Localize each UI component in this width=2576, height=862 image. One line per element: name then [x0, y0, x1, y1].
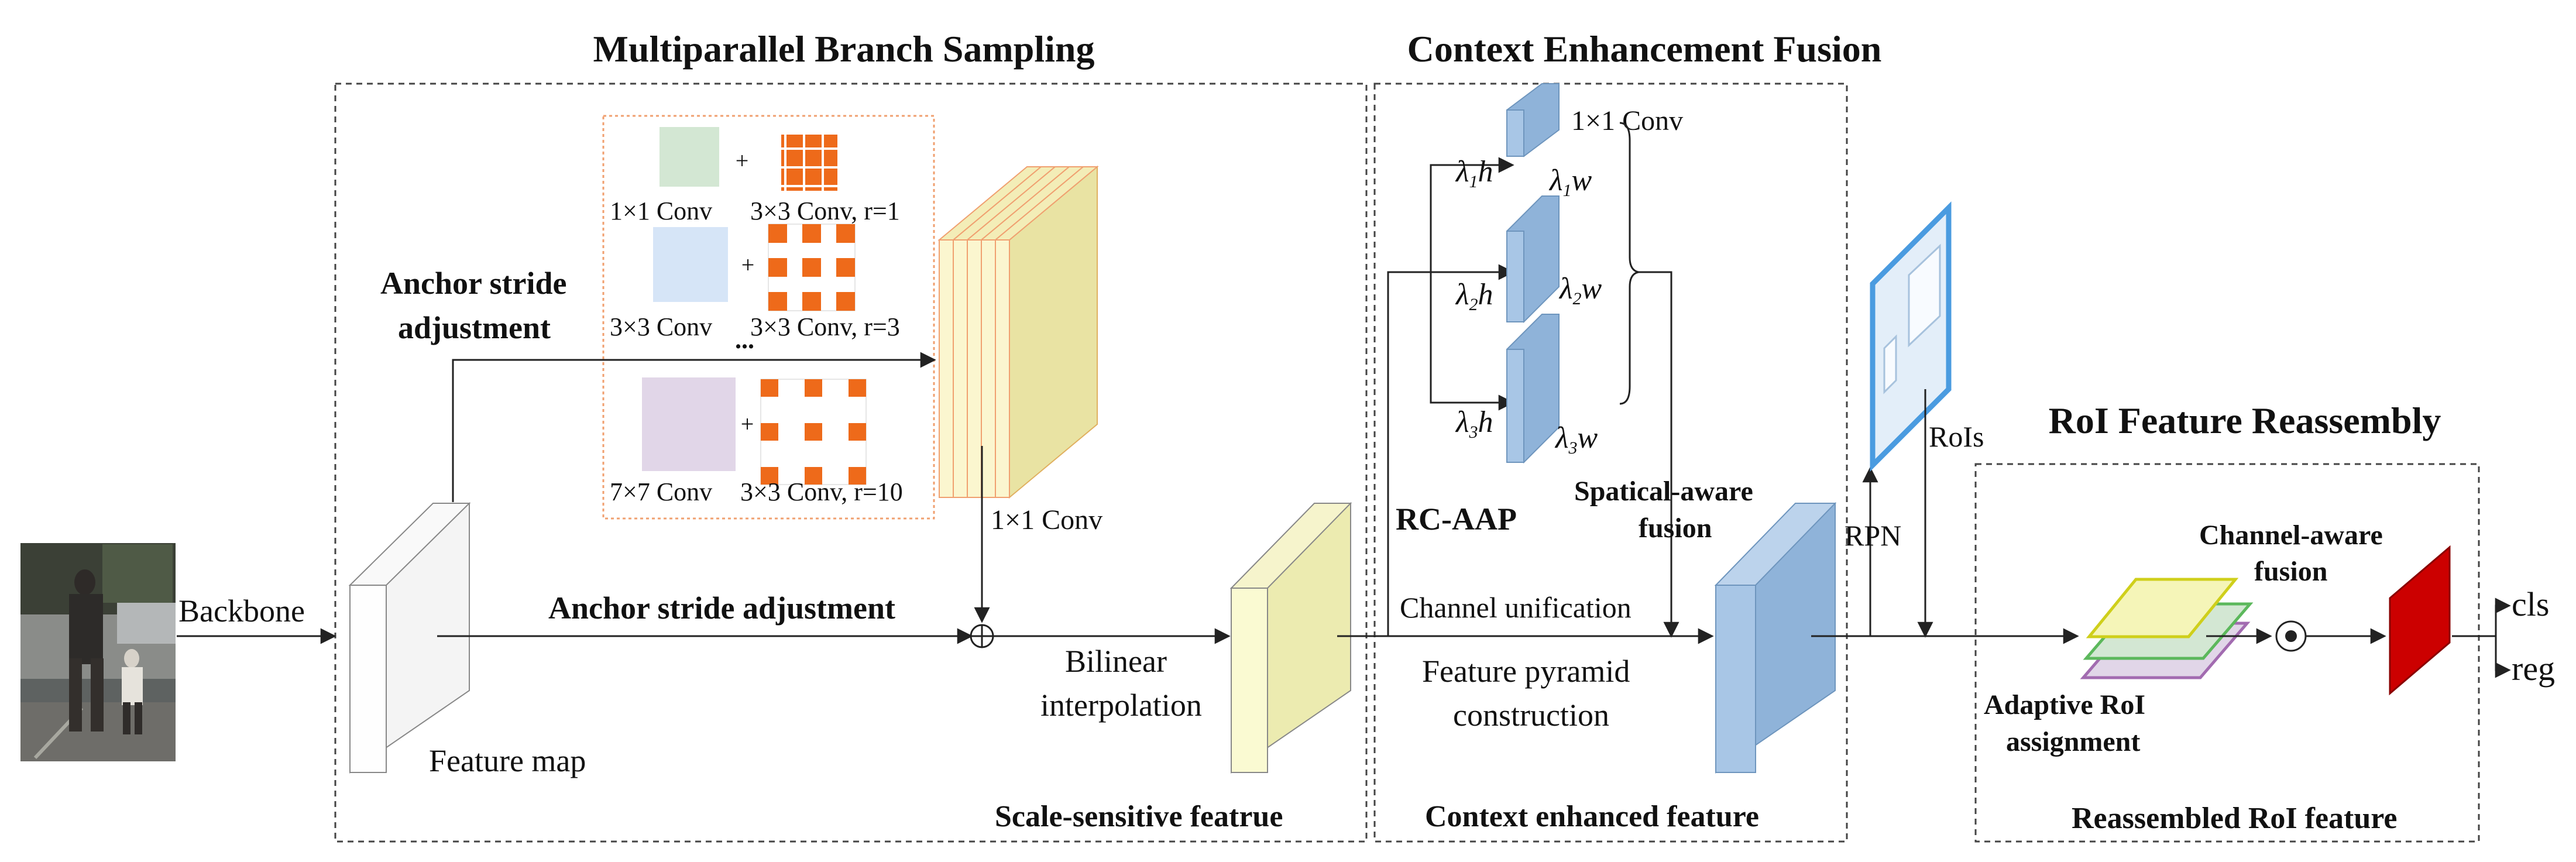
- stack-slice: [953, 239, 968, 498]
- branch2-dilated-grid: [768, 224, 856, 311]
- branch3-dilated-grid: [760, 379, 867, 485]
- branch1-right-label: 3×3 Conv, r=1: [750, 197, 900, 225]
- kernel-cell: [836, 292, 855, 311]
- pool-block-2: [1506, 195, 1560, 324]
- backbone-label: Backbone: [178, 593, 305, 629]
- branch1-kernel: [660, 127, 719, 187]
- feature-pyramid-label-1: Feature pyramid: [1422, 654, 1630, 689]
- lambda2-h: λ2h: [1455, 278, 1493, 314]
- rcaap-branch-top: [1430, 157, 1514, 272]
- context-title: Context Enhancement Fusion: [1407, 28, 1882, 70]
- kernel-cell: [802, 224, 821, 243]
- branch3-right-label: 3×3 Conv, r=10: [740, 478, 903, 506]
- rpn-label: RPN: [1845, 519, 1901, 552]
- bilinear-label-2: interpolation: [1040, 688, 1202, 723]
- anchor-stride-top-label-2: adjustment: [398, 310, 551, 345]
- lambda3-h: λ3h: [1455, 406, 1493, 442]
- branch1-dilated-grid: [781, 135, 837, 191]
- adaptive-roi-label-1: Adaptive RoI: [1984, 689, 2145, 720]
- conv-1x1-top-label: 1×1 Conv: [1571, 105, 1683, 136]
- kernel-cell: [768, 224, 787, 243]
- pool-block-3: [1506, 314, 1560, 464]
- lambda1-h: λ1h: [1455, 155, 1493, 191]
- branch3-left-label: 7×7 Conv: [610, 478, 712, 506]
- cls-arrow: [2495, 597, 2511, 636]
- rpn-proposal-plane: [1870, 201, 1952, 472]
- reg-label: reg: [2512, 650, 2555, 688]
- adaptive-roi-label-2: assignment: [2006, 726, 2140, 757]
- channel-aware-label-1: Channel-aware: [2199, 520, 2383, 551]
- kernel-cell: [802, 292, 821, 311]
- kernel-cell: [761, 423, 778, 441]
- scale-sensitive-label: Scale-sensitive featrue: [995, 800, 1283, 833]
- branch2-right-label: 3×3 Conv, r=3: [750, 312, 900, 341]
- stack-slice: [981, 239, 996, 498]
- feature-pyramid-label-2: construction: [1453, 698, 1609, 733]
- anchor-stride-mid-label: Anchor stride adjustment: [548, 590, 895, 626]
- branch2-left-label: 3×3 Conv: [610, 312, 712, 341]
- branch3-kernel: [642, 377, 736, 471]
- kernel-cell: [849, 467, 866, 485]
- kernel-cell: [768, 258, 787, 277]
- lambda3-w: λ3w: [1554, 421, 1598, 458]
- rcaap-trunk: [1387, 271, 1431, 636]
- conv-1x1-vertical-label: 1×1 Conv: [991, 504, 1102, 535]
- cls-label: cls: [2512, 585, 2549, 623]
- stack-slice: [995, 239, 1010, 498]
- branch3-plus: +: [741, 411, 754, 437]
- kernel-cell: [849, 423, 866, 441]
- anchor-stride-top-label-1: Anchor stride: [380, 266, 567, 301]
- lambda1-w: λ1w: [1548, 164, 1592, 200]
- context-box: [1373, 83, 1848, 843]
- kernel-cell: [836, 258, 855, 277]
- spatial-aware-label-1: Spatical-aware: [1574, 476, 1753, 507]
- channel-aware-label-2: fusion: [2254, 556, 2327, 587]
- feature-map-block: [348, 502, 471, 774]
- branch-ellipsis: ...: [735, 325, 754, 354]
- context-enhanced-label: Context enhanced feature: [1425, 800, 1759, 833]
- branch1-plus: +: [736, 147, 749, 174]
- branch2-kernel: [653, 227, 728, 302]
- kernel-cell: [761, 467, 778, 485]
- kernel-cell: [761, 379, 778, 397]
- kernel-cell: [849, 379, 866, 397]
- kernel-cell: [768, 292, 787, 311]
- roi-layer-yellow: [2086, 578, 2239, 638]
- anchor-stride-top-path: [452, 352, 936, 502]
- branch2-plus: +: [741, 252, 755, 278]
- scale-sensitive-block: [1229, 502, 1352, 774]
- roi-box: [1974, 463, 2480, 843]
- channel-unification-label: Channel unification: [1400, 591, 1632, 624]
- stack-slice: [939, 239, 954, 498]
- context-enhanced-block: [1714, 502, 1837, 774]
- roi-title: RoI Feature Reassembly: [2049, 400, 2441, 441]
- reassembled-roi-block: [2389, 545, 2451, 696]
- kernel-cell: [805, 379, 822, 397]
- rc-aap-label: RC-AAP: [1396, 502, 1517, 537]
- lambda2-w: λ2w: [1558, 272, 1602, 308]
- kernel-cell: [836, 224, 855, 243]
- branch-box: [602, 115, 935, 520]
- spatial-aware-label-2: fusion: [1639, 513, 1712, 544]
- spatial-fusion-arrow: [1639, 271, 1679, 638]
- kernel-cell: [805, 467, 822, 485]
- fusion-brace: [1619, 122, 1639, 405]
- pool-block-1: [1506, 83, 1560, 157]
- concatenated-feature-block: [937, 165, 1099, 499]
- reassembled-roi-label: Reassembled RoI feature: [2072, 802, 2398, 835]
- kernel-cell: [802, 258, 821, 277]
- multiparallel-title: Multiparallel Branch Sampling: [593, 28, 1095, 70]
- bilinear-label-1: Bilinear: [1065, 644, 1167, 679]
- rcaap-branch-bot: [1430, 272, 1514, 411]
- dot-operator: [2275, 620, 2307, 652]
- add-operator: [970, 624, 994, 648]
- kernel-cell: [805, 423, 822, 441]
- stack-slice: [967, 239, 982, 498]
- reg-arrow: [2495, 636, 2511, 678]
- feature-map-label: Feature map: [429, 743, 586, 778]
- input-image: [20, 543, 176, 761]
- branch1-left-label: 1×1 Conv: [610, 197, 712, 225]
- rois-label: RoIs: [1929, 420, 1984, 453]
